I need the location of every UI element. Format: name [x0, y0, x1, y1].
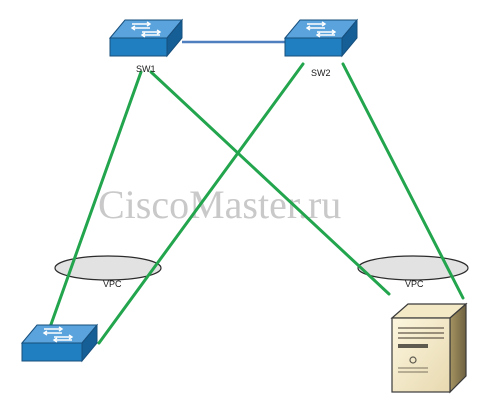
- watermark-text: CiscoMaster.ru: [98, 182, 341, 227]
- link-sw2-server: [341, 62, 465, 300]
- vpc-label-right: VPC: [405, 279, 424, 289]
- server-icon: [390, 302, 468, 394]
- vpc-label-left: VPC: [103, 279, 122, 289]
- link-sw1-access: [47, 70, 143, 332]
- switch-icon: [20, 323, 99, 363]
- link-sw2-access: [97, 62, 305, 345]
- vpc-ellipse-left: [54, 255, 162, 281]
- link-sw1-server: [149, 70, 391, 296]
- links: [47, 62, 465, 345]
- sw2-label: SW2: [311, 68, 331, 78]
- vpc-ellipse-right: [357, 255, 469, 281]
- sw1-label: SW1: [136, 64, 156, 74]
- switch-icon: [108, 18, 184, 58]
- switch-icon: [283, 18, 359, 58]
